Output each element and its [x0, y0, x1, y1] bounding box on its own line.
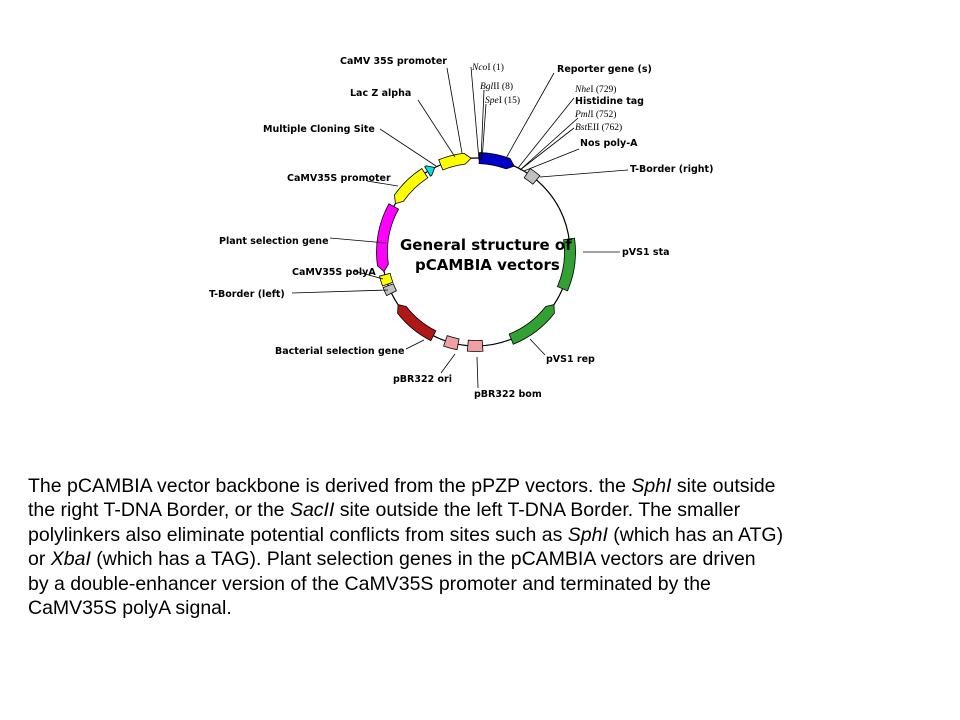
site-pml: PmlI (752): [574, 109, 616, 120]
site-bgl: BglII (8): [480, 81, 513, 92]
feature-pbr322-bom: [466, 339, 484, 352]
caption-line-6: CaMV35S polyA signal.: [28, 597, 232, 620]
feature-pbr322-ori: [443, 335, 460, 351]
label-t-border-right: T-Border (right): [630, 164, 713, 175]
feature-t-border-right: [523, 167, 541, 185]
site-bst: BstEII (762): [575, 122, 622, 133]
label-pbr322-ori: pBR322 ori: [393, 374, 452, 385]
feature-layer: [376, 152, 576, 352]
caption-line-4: or XbaI (which has a TAG). Plant selecti…: [28, 548, 756, 571]
caption-line-1: The pCAMBIA vector backbone is derived f…: [28, 475, 776, 497]
label-multiple-cloning-site: Multiple Cloning Site: [263, 124, 375, 135]
feature-t-border-left: [382, 283, 397, 297]
caption-line-2: the right T-DNA Border, or the SacII sit…: [28, 499, 741, 522]
label-bacterial-selection-gene: Bacterial selection gene: [275, 346, 404, 357]
feature-camv35s-polya: [378, 272, 394, 287]
label-pbr322-bom: pBR322 bom: [474, 389, 542, 400]
feature-lac-z-alpha: [424, 165, 436, 177]
label-nos-poly-a: Nos poly-A: [580, 138, 638, 149]
label-reporter-genes: Reporter gene (s): [557, 64, 652, 75]
map-title-line-1: General structure of: [400, 236, 572, 254]
label-lac-z-alpha: Lac Z alpha: [350, 88, 411, 99]
feature-pvs1-rep: [508, 304, 555, 345]
map-title-line-2: pCAMBIA vectors: [415, 256, 560, 274]
feature-plant-selection-gene: [376, 203, 400, 273]
caption-paragraph: The pCAMBIA vector backbone is derived f…: [28, 474, 958, 620]
feature-camv35s-promoter-top: [438, 152, 472, 171]
site-nhe: NheI (729): [574, 84, 616, 95]
feature-pvs1-sta: [556, 237, 576, 292]
label-t-border-left: T-Border (left): [209, 289, 285, 300]
label-histidine-tag: Histidine tag: [575, 96, 644, 107]
feature-camv35s-promoter-left: [394, 167, 429, 205]
site-spe: SpeI (15): [485, 95, 520, 106]
site-nco: NcoI (1): [471, 62, 504, 73]
caption-line-3: polylinkers also eliminate potential con…: [28, 523, 784, 546]
leader-lines: [291, 66, 629, 389]
label-camv35s-promoter-top: CaMV 35S promoter: [340, 56, 447, 67]
label-plant-selection-gene: Plant selection gene: [219, 236, 329, 247]
label-pvs1-rep: pVS1 rep: [546, 354, 595, 365]
caption-line-5: by a double-enhancer version of the CaMV…: [28, 572, 711, 595]
label-camv35s-promoter-left: CaMV35S promoter: [287, 173, 391, 184]
feature-reporter-gene: [478, 152, 515, 170]
feature-bacterial-selection: [397, 304, 437, 342]
label-pvs1-sta: pVS1 sta: [622, 247, 670, 258]
plasmid-map: General structure of pCAMBIA vectors CaM…: [209, 56, 713, 400]
label-camv35s-polya: CaMV35S polyA: [292, 267, 376, 278]
